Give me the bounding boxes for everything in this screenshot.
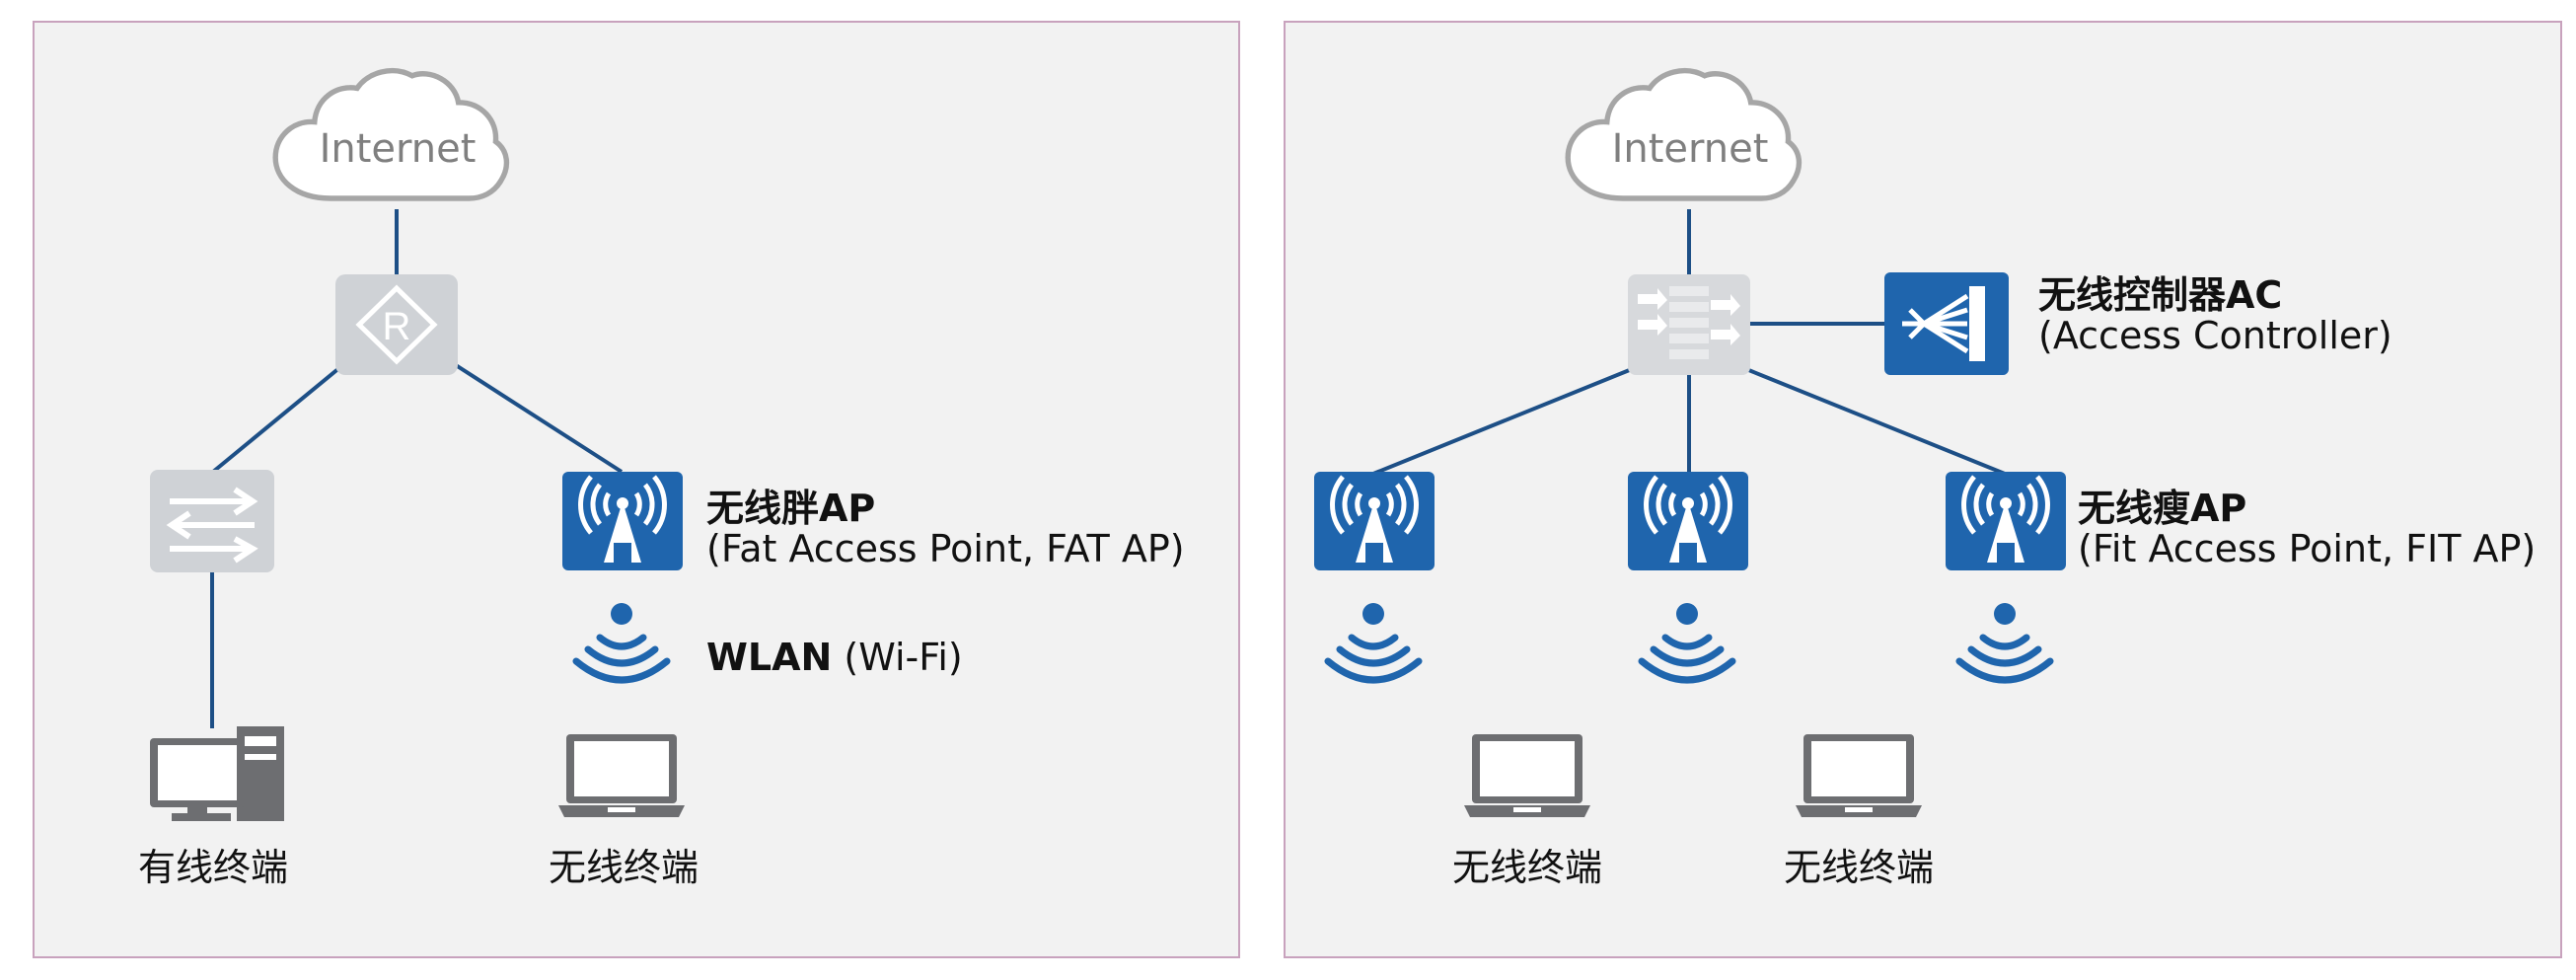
wlan-label: WLAN (Wi-Fi)	[706, 636, 963, 679]
fit-ap-title: 无线瘦AP	[2078, 487, 2247, 530]
internet-label-right: Internet	[1611, 126, 1769, 172]
wlan-bold: WLAN	[706, 636, 833, 679]
firewall-icon	[1628, 274, 1750, 375]
fit-ap-icon-1	[1314, 472, 1435, 570]
wireless-terminal-label-left: 无线终端	[548, 846, 699, 889]
wireless-terminal-label-right-2: 无线终端	[1783, 846, 1934, 889]
svg-text:R: R	[383, 305, 411, 348]
ac-title: 无线控制器AC	[2038, 273, 2283, 317]
left-links	[210, 209, 624, 728]
switch-icon	[150, 470, 274, 572]
fit-ap-icon-3	[1946, 472, 2066, 570]
wired-terminal-label: 有线终端	[137, 846, 288, 889]
wlan-rest: (Wi-Fi)	[832, 636, 963, 679]
wireless-terminal-label-right-1: 无线终端	[1451, 846, 1602, 889]
desktop-pc-icon	[150, 726, 284, 821]
router-icon: R	[335, 274, 458, 375]
access-controller-icon	[1884, 272, 2009, 375]
fat-ap-icon	[562, 472, 683, 570]
fat-ap-title: 无线胖AP	[706, 487, 876, 530]
fat-ap-subtitle: (Fat Access Point, FAT AP)	[706, 527, 1185, 570]
internet-label-left: Internet	[319, 126, 477, 172]
fit-ap-subtitle: (Fit Access Point, FIT AP)	[2078, 527, 2537, 570]
right-links	[1372, 209, 2006, 476]
ac-subtitle: (Access Controller)	[2038, 314, 2392, 357]
fit-ap-icon-2	[1628, 472, 1748, 570]
